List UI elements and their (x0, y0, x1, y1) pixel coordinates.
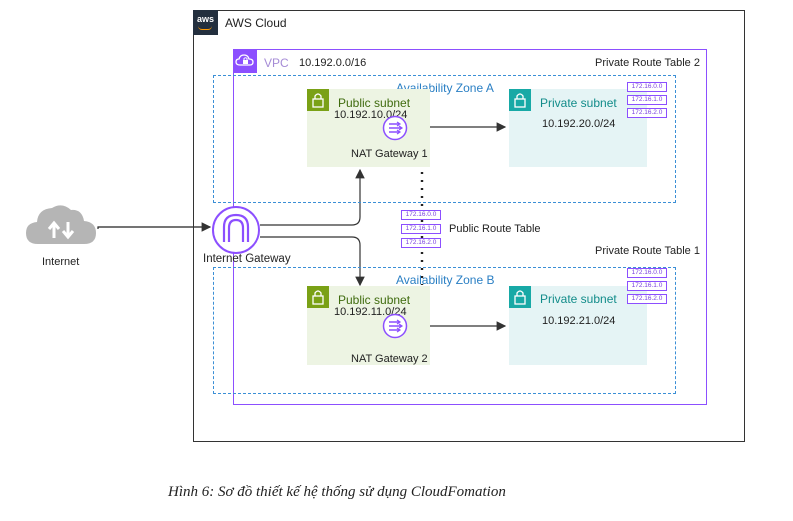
public-subnet-a-icon (307, 89, 329, 111)
private-rt2-entry: 172.16.1.0 (627, 95, 667, 105)
lock-icon (514, 290, 526, 305)
nat-gateway-icon (382, 313, 408, 339)
private-subnet-a-cidr: 10.192.20.0/24 (542, 118, 616, 130)
private-rt1-entry: 172.16.2.0 (627, 294, 667, 304)
nat-gateway-icon (382, 115, 408, 141)
public-subnet-b-label: Public subnet (338, 293, 411, 307)
cloud-icon (26, 205, 96, 244)
public-rt-entry: 172.16.1.0 (401, 224, 441, 234)
private-rt2-entry: 172.16.0.0 (627, 82, 667, 92)
availability-zone-b (213, 267, 676, 394)
vpc-label: VPC (264, 56, 289, 70)
availability-zone-a (213, 75, 676, 203)
internet-gateway-icon (211, 205, 261, 255)
nat-gateway-1-icon (382, 115, 408, 141)
public-rt-entry: 172.16.0.0 (401, 210, 441, 220)
private-subnet-b-label: Private subnet (540, 292, 617, 306)
aws-cloud-label: AWS Cloud (225, 16, 287, 30)
private-rt2-entry: 172.16.2.0 (627, 108, 667, 118)
aws-cloud-boundary (193, 10, 745, 442)
private-subnet-b-icon (509, 286, 531, 308)
nat-gateway-2-label: NAT Gateway 2 (351, 353, 428, 365)
vpc-icon (233, 49, 257, 73)
vpc-cidr: 10.192.0.0/16 (299, 57, 367, 69)
private-route-table-2-label: Private Route Table 2 (595, 57, 700, 69)
private-subnet-a (509, 89, 647, 167)
private-subnet-b-cidr: 10.192.21.0/24 (542, 315, 616, 327)
internet-cloud-icon (24, 200, 98, 248)
igw-to-nat2-arrow (260, 236, 365, 287)
internet-gateway-label: Internet Gateway (203, 253, 291, 265)
lock-icon (312, 93, 324, 108)
lock-icon (514, 93, 526, 108)
aws-logo: aws (193, 10, 218, 35)
public-subnet-a-label: Public subnet (338, 96, 411, 110)
private-subnet-a-icon (509, 89, 531, 111)
figure-caption: Hình 6: Sơ đồ thiết kế hệ thống sử dụng … (168, 484, 506, 500)
lock-icon (312, 290, 324, 305)
public-subnet-b-cidr: 10.192.11.0/24 (334, 306, 407, 318)
az-b-label: Availability Zone B (396, 273, 495, 287)
public-subnet-b-icon (307, 286, 329, 308)
nat-gateway-2-icon (382, 313, 408, 339)
cloud-lock-icon (235, 54, 254, 66)
igw-to-nat1-arrow (260, 168, 365, 226)
nat-gateway-1-label: NAT Gateway 1 (351, 148, 428, 160)
private-rt1-entry: 172.16.1.0 (627, 281, 667, 291)
public-rt-entry: 172.16.2.0 (401, 238, 441, 248)
gateway-arch-icon (212, 206, 260, 254)
private-subnet-b (509, 286, 647, 365)
internet-to-igw-arrow (97, 222, 212, 232)
private-rt1-entry: 172.16.0.0 (627, 268, 667, 278)
internet-label: Internet (42, 256, 80, 268)
private-route-table-1-label: Private Route Table 1 (595, 245, 700, 257)
private-subnet-a-label: Private subnet (540, 96, 617, 110)
public-route-table-label: Public Route Table (449, 223, 541, 235)
